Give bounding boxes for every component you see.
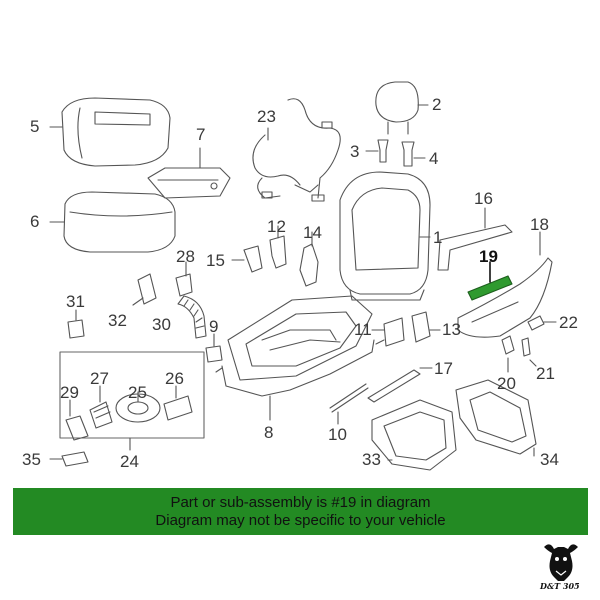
part-22-knob [527,315,557,331]
callout-32: 32 [108,311,127,330]
callout-21: 21 [536,364,555,383]
callout-25: 25 [128,383,147,402]
callout-33: 33 [362,450,381,469]
part-34-frame [455,379,537,457]
callout-2: 2 [432,95,442,114]
callout-23: 23 [257,107,276,126]
part-12-bracket [269,225,287,269]
part-11-bracket [371,317,405,347]
part-23-harness [252,98,341,202]
callout-31: 31 [66,292,85,311]
part-17-rail [367,367,433,403]
callout-22: 22 [559,313,578,332]
callout-34: 34 [540,450,559,469]
callout-1: 1 [433,228,443,247]
part-33-frame [371,399,457,471]
callout-17: 17 [434,359,453,378]
callout-6: 6 [30,212,40,231]
part-24-group-box [59,351,205,439]
callout-24: 24 [120,452,139,471]
part-18-side-shield [457,231,553,338]
callout-27: 27 [90,369,109,388]
callout-18: 18 [530,215,549,234]
callout-7: 7 [196,125,206,144]
part-26-switch [163,385,193,421]
callout-4: 4 [429,149,439,168]
part-7-pad [147,147,231,199]
callout-10: 10 [328,425,347,444]
callout-19: 19 [479,247,498,266]
part-35-piece [49,451,89,467]
part-9-piece [205,333,223,363]
part-25-motor [115,391,161,423]
callout-9: 9 [209,317,219,336]
callout-29: 29 [60,383,79,402]
part-19-highlighted [467,261,513,301]
logo-text: D&T 305 [540,581,580,591]
part-1-seatback [339,171,431,301]
part-8-frame [215,295,385,421]
part-15-cover [231,245,263,273]
part-4-guide [401,141,426,167]
callout-11: 11 [354,320,372,339]
callout-30: 30 [152,315,171,334]
part-2-headrest [375,81,429,135]
part-28-cover [175,261,193,297]
callout-13: 13 [442,320,461,339]
part-14-bracket [299,231,319,287]
callout-5: 5 [30,117,40,136]
part-30-duct [177,295,207,339]
callout-35: 35 [22,450,41,469]
part-5-cushion-pad [49,97,171,167]
callout-28: 28 [176,247,195,266]
part-16-rail [437,207,513,271]
callout-16: 16 [474,189,493,208]
part-3-guide [365,139,389,163]
part-29-piece [65,399,89,441]
callout-3: 3 [350,142,360,161]
part-20-piece [501,335,515,373]
info-banner: Part or sub-assembly is #19 in diagram D… [13,488,588,535]
callout-26: 26 [165,369,184,388]
part-6-cushion [49,191,176,253]
part-21-piece [521,337,537,367]
part-27-piece [89,385,113,429]
callout-12: 12 [267,217,286,236]
bull-mascot-icon [544,544,578,581]
part-31-piece [67,309,85,339]
callout-15: 15 [206,251,225,270]
part-32-cover [132,273,157,306]
part-13-bracket [411,311,441,343]
banner-line-2: Diagram may not be specific to your vehi… [155,511,446,529]
callout-20: 20 [497,374,516,393]
callout-8: 8 [264,423,274,442]
banner-line-1: Part or sub-assembly is #19 in diagram [170,494,431,512]
callout-14: 14 [303,223,322,242]
part-10-rod [329,383,369,425]
